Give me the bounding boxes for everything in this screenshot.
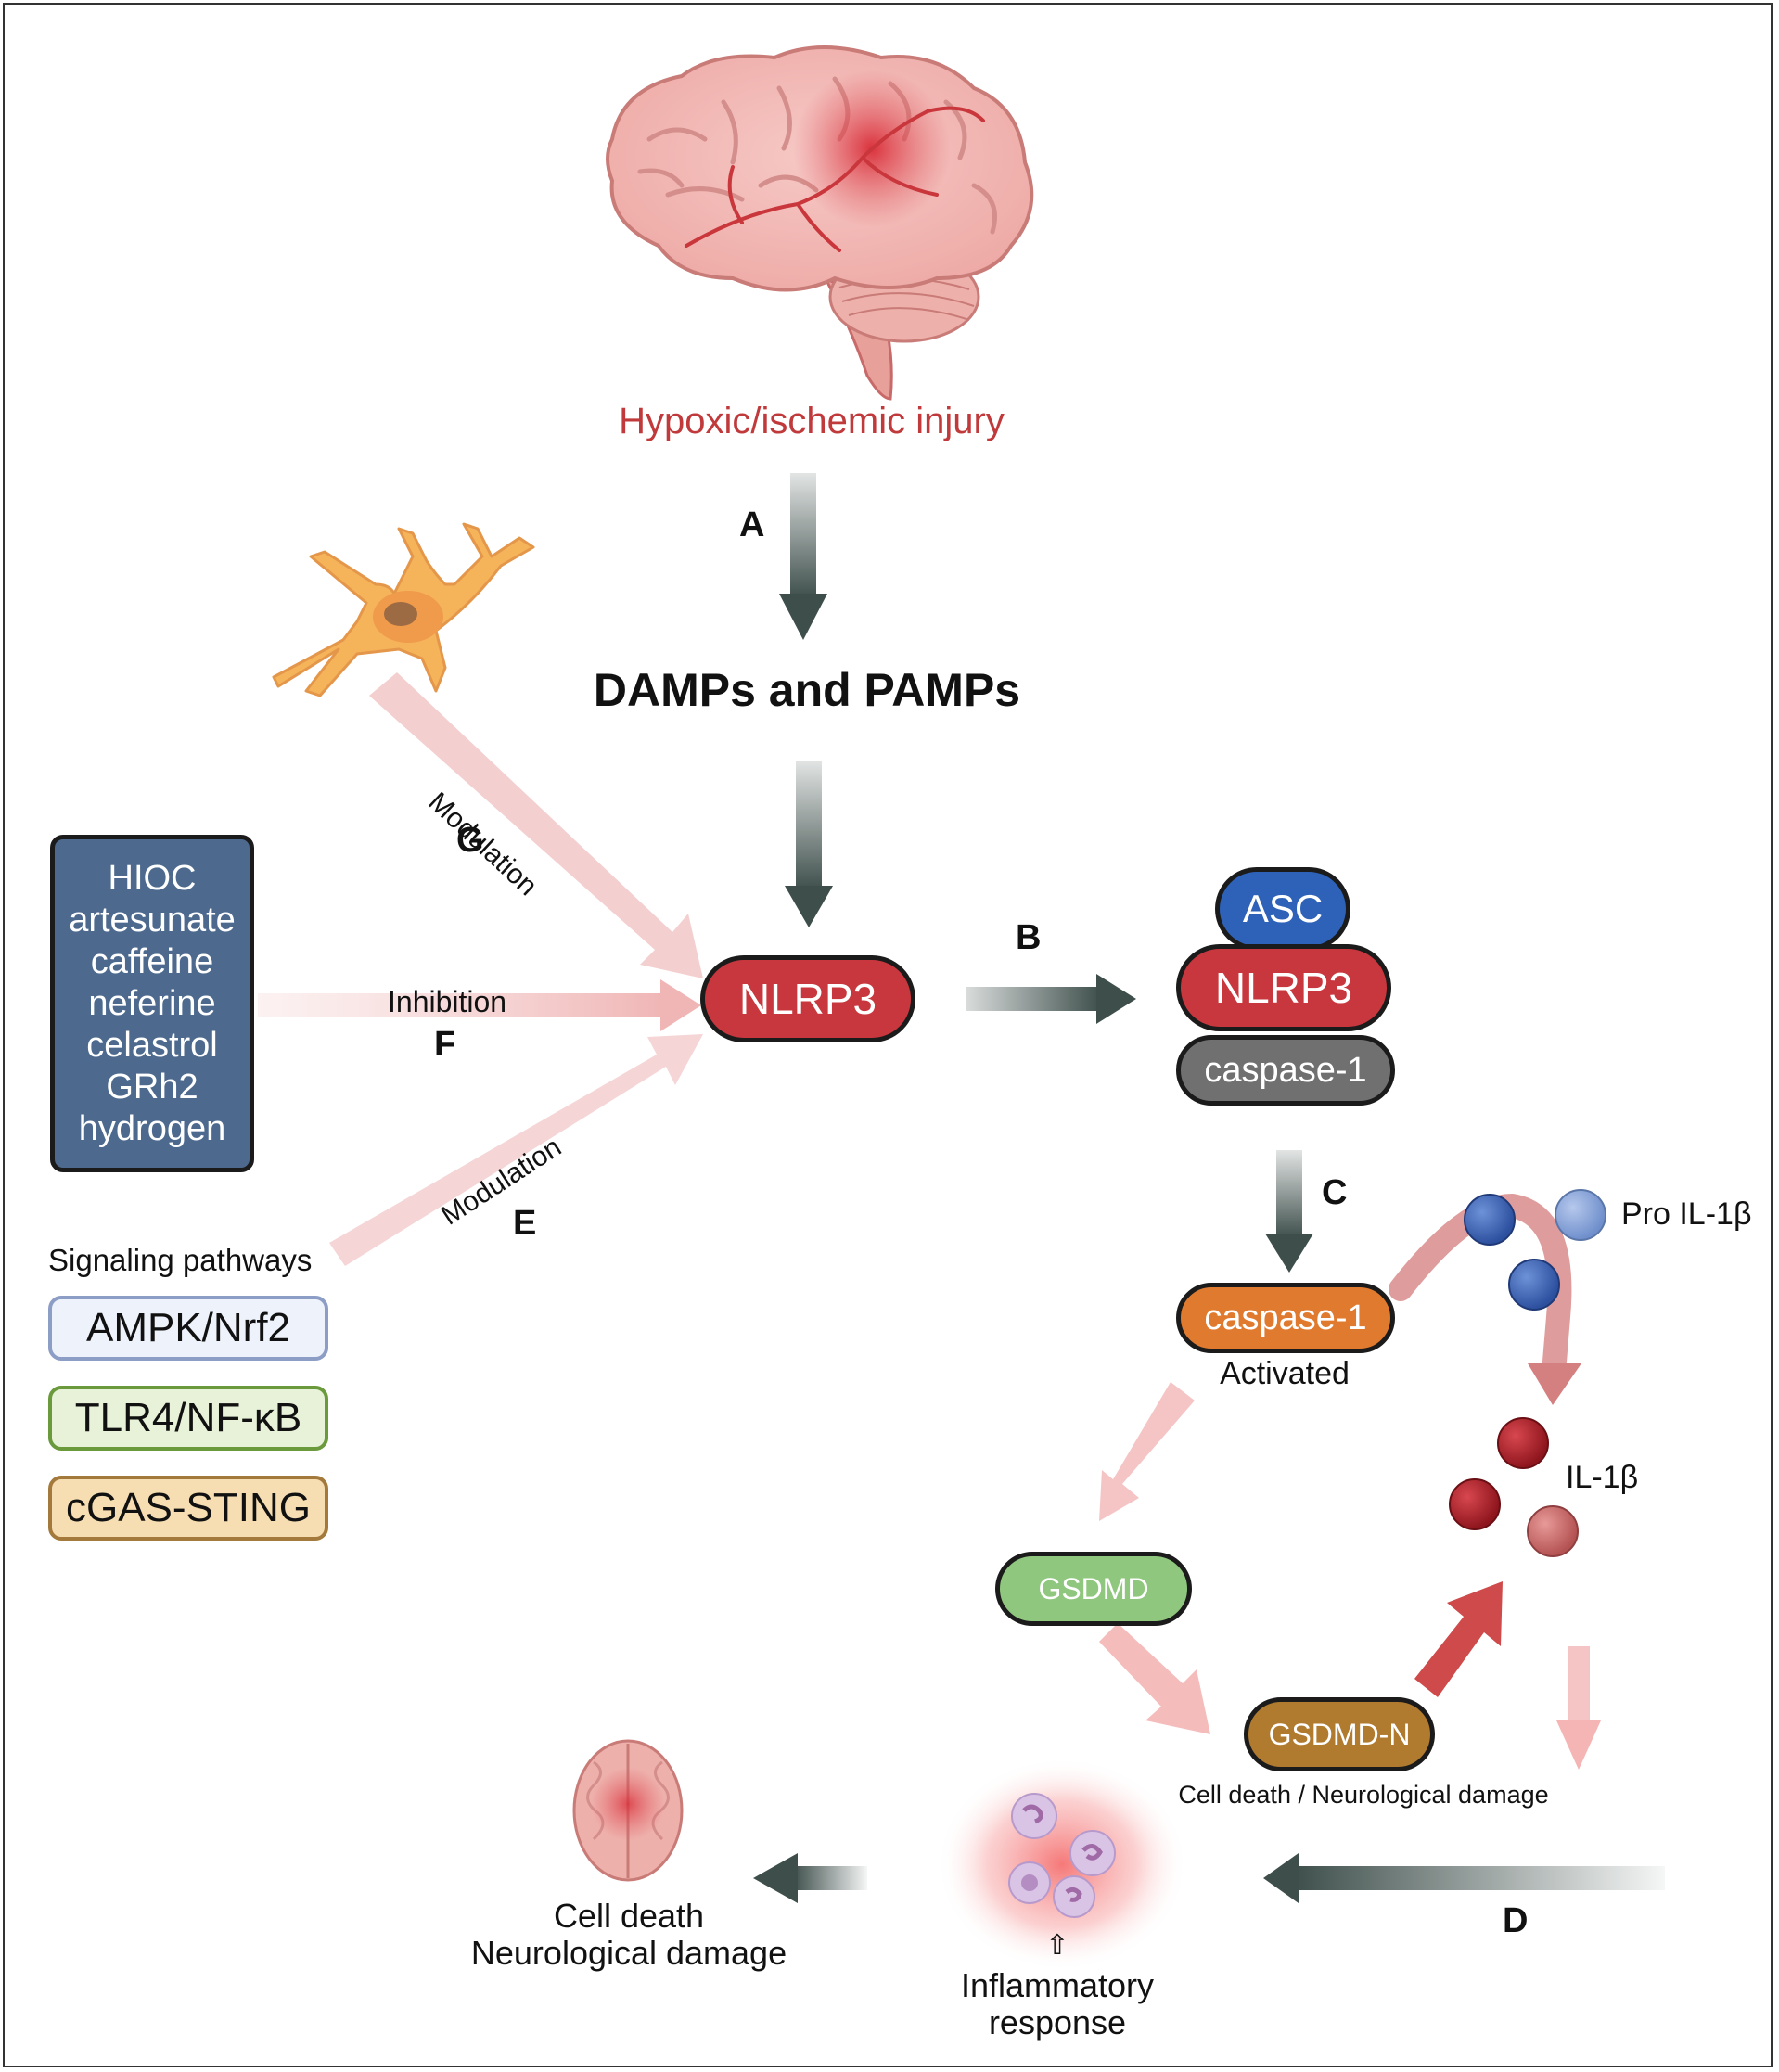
step-label-f: F [434, 1025, 456, 1064]
arrow-gsdmd-gsdmdn [1099, 1623, 1210, 1734]
step-label-e: E [513, 1204, 537, 1243]
pathway-tlr4-nfkb: TLR4/NF-κB [48, 1386, 328, 1451]
pro-il1b-label: Pro IL-1β [1621, 1196, 1752, 1232]
drug-item: celastrol [86, 1025, 218, 1065]
step-label-c: C [1322, 1173, 1348, 1212]
cell-death-line1: Cell death [553, 1897, 705, 1935]
asc-node: ASC [1215, 867, 1350, 951]
pore-caption: Cell death / Neurological damage [1178, 1781, 1549, 1809]
caspase-active-node: caspase-1 [1176, 1283, 1395, 1353]
pathway-ampk-nrf2: AMPK/Nrf2 [48, 1296, 328, 1361]
nlrp3-node: NLRP3 [700, 955, 915, 1042]
gsdmd-node: GSDMD [995, 1552, 1192, 1626]
arrow-caspase-gsdmd [1099, 1382, 1195, 1521]
inflammation-label-line2: response [988, 2003, 1127, 2041]
il1b-label: IL-1β [1566, 1460, 1639, 1495]
edge-label-inhibition: Inhibition [388, 985, 507, 1018]
brain-icon [606, 45, 1034, 401]
activated-label: Activated [1220, 1356, 1350, 1391]
caspase-inactive-node: caspase-1 [1176, 1035, 1395, 1106]
drug-item: GRh2 [106, 1067, 198, 1106]
pathway-cgas-sting: cGAS-STING [48, 1476, 328, 1541]
drug-item: neferine [88, 983, 216, 1023]
damaged-brain-icon [572, 1739, 684, 1882]
arrow-a [779, 473, 827, 640]
damps-label: DAMPs and PAMPs [593, 664, 1021, 716]
arrow-damps-nlrp3 [785, 761, 833, 927]
inflammation-up-arrow: ⇧ [1045, 1930, 1069, 1961]
arrow-pro-il1b-conversion [1389, 1193, 1581, 1405]
arrow-g [369, 672, 703, 978]
inhibitor-list: HIOC artesunate caffeine neferine celast… [50, 835, 254, 1172]
il1b-molecules [1449, 1417, 1579, 1557]
complex-nlrp3-node: NLRP3 [1176, 944, 1391, 1031]
signaling-title: Signaling pathways [48, 1243, 313, 1277]
step-label-b: B [1016, 918, 1042, 957]
arrow-c [1265, 1150, 1313, 1273]
arrow-e [329, 1034, 703, 1266]
step-label-d: D [1503, 1901, 1529, 1940]
inflammation-label-line1: Inflammatory [960, 1966, 1155, 2004]
figure-frame [3, 3, 1773, 2067]
drug-item: artesunate [69, 900, 236, 940]
arrow-f [258, 979, 701, 1031]
cell-death-line2: Neurological damage [470, 1934, 787, 1972]
microglia-icon [272, 522, 535, 697]
arrow-d [1263, 1853, 1665, 1903]
injury-label: Hypoxic/ischemic injury [619, 401, 1005, 441]
inflammation-icon [937, 1758, 1187, 1971]
arrow-inflammation-death [753, 1853, 867, 1903]
pro-il1b-molecules [1464, 1189, 1606, 1311]
arrow-b [966, 974, 1136, 1024]
step-label-a: A [739, 505, 765, 544]
arrow-il1b-down [1556, 1646, 1601, 1770]
step-label-g: G [456, 821, 484, 860]
drug-item: HIOC [108, 858, 197, 898]
gsdmd-n-node: GSDMD-N [1244, 1697, 1435, 1771]
drug-item: caffeine [90, 941, 214, 981]
drug-item: hydrogen [78, 1108, 226, 1148]
arrow-gsdmdn-il1b [1414, 1581, 1503, 1697]
